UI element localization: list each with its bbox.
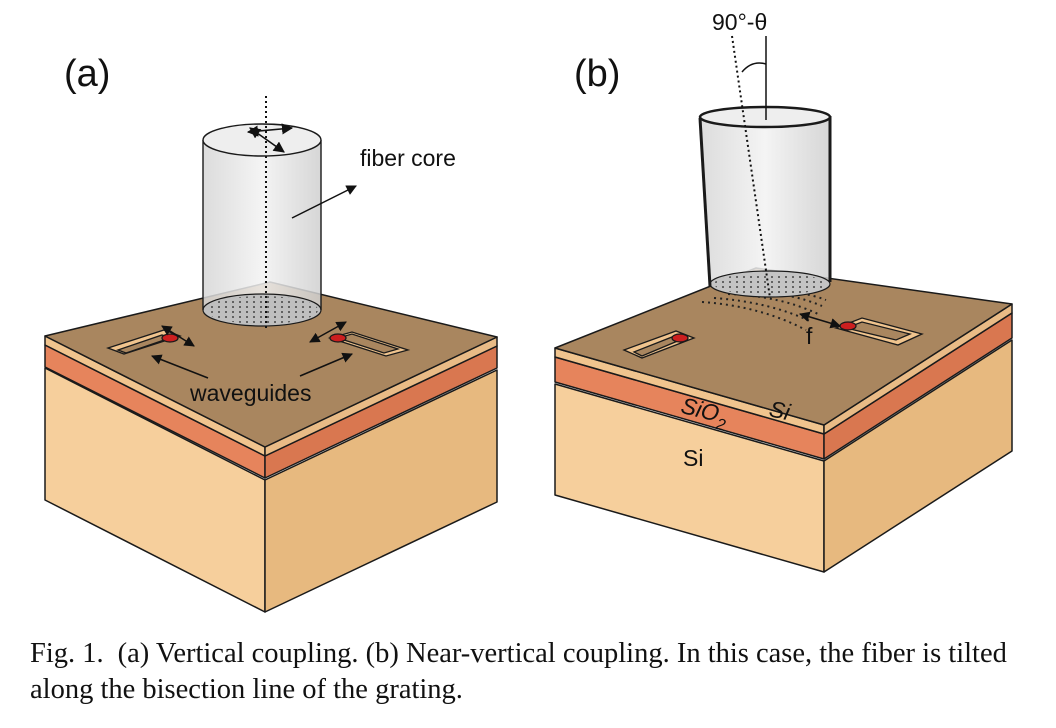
grating-mark-a-right xyxy=(329,333,347,343)
caption-text: (a) Vertical coupling. (b) Near-vertical… xyxy=(30,638,1007,705)
chip-a-substrate-side xyxy=(264,369,498,613)
fiber-core-pointer-a xyxy=(291,185,357,219)
waveguide-slot-b-left xyxy=(622,330,696,359)
panel-a-label: (a) xyxy=(64,53,110,95)
waveguides-arrow-right xyxy=(299,352,353,377)
grating-mark-b-right xyxy=(839,321,857,331)
panel-a: (a) xyxy=(44,53,498,613)
spacing-arrow-b xyxy=(798,311,842,329)
angle-label: 90°-θ xyxy=(712,9,767,35)
waveguides-label: waveguides xyxy=(189,380,311,406)
spacing-label: f xyxy=(806,323,813,349)
caption-prefix: Fig. 1. xyxy=(30,638,104,669)
chip-b-substrate-side xyxy=(823,339,1013,573)
arrow-a-right-end xyxy=(309,321,347,343)
panel-b-label: (b) xyxy=(574,53,620,95)
chip-a xyxy=(44,281,498,613)
chip-a-top-surface xyxy=(44,281,498,448)
arrow-a-left-end xyxy=(161,325,195,347)
fiber-b xyxy=(698,35,832,299)
grating-mark-b-left xyxy=(671,333,689,343)
fiber-a xyxy=(202,96,322,330)
chip-b xyxy=(554,267,1013,573)
oxide-label-sub: 2 xyxy=(713,416,727,435)
figure-caption: Fig. 1.(a) Vertical coupling. (b) Near-v… xyxy=(30,636,1040,708)
angle-arc-b xyxy=(741,62,767,73)
panel-b: (b) xyxy=(554,9,1013,573)
fiber-core-label: fiber core xyxy=(360,145,456,171)
waveguides-arrow-left xyxy=(151,354,209,379)
substrate-label: Si xyxy=(683,445,703,471)
chip-b-top-surface xyxy=(554,267,1013,426)
waveguide-slot-b-right xyxy=(833,317,924,346)
